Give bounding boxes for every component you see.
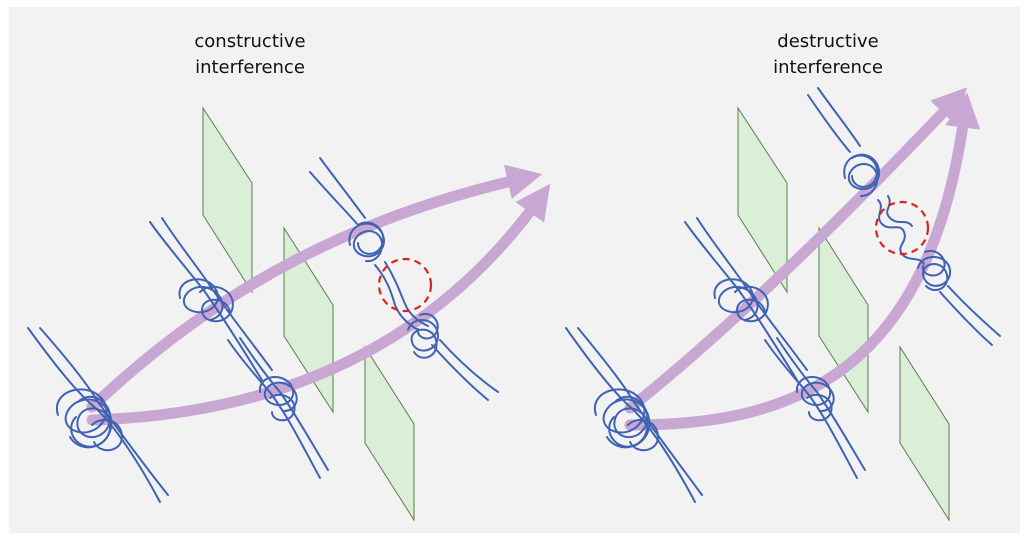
destructive-panel (565, 87, 1001, 522)
strand-knot (149, 217, 273, 381)
left-title-line1: constructive (194, 31, 306, 52)
constructive-panel (27, 106, 551, 522)
cut-plane (818, 226, 869, 414)
strand-knot (309, 157, 499, 401)
cut-plane (283, 226, 334, 414)
right-title-line1: destructive (777, 31, 879, 52)
strand-knot (27, 327, 169, 503)
path-arrow-upper (624, 87, 968, 414)
constructive-interference-label: constructive interference (160, 29, 340, 81)
path-arrow-lower (624, 92, 981, 431)
left-title-line2: interference (195, 57, 305, 78)
cut-plane (899, 345, 950, 522)
highlight-circle (874, 200, 930, 256)
cut-plane (364, 345, 415, 522)
path-arrow-lower (86, 183, 551, 426)
highlight-circle (377, 257, 433, 313)
strand-knot (565, 327, 703, 503)
cut-plane (202, 106, 253, 294)
strand-knot (807, 87, 1001, 346)
path-arrow-upper (86, 164, 543, 413)
strand-knot (764, 337, 866, 479)
strand-knot (684, 217, 808, 381)
cut-plane (737, 106, 788, 294)
strand-knot (227, 337, 329, 479)
right-title-line2: interference (773, 57, 883, 78)
destructive-interference-label: destructive interference (738, 29, 918, 81)
